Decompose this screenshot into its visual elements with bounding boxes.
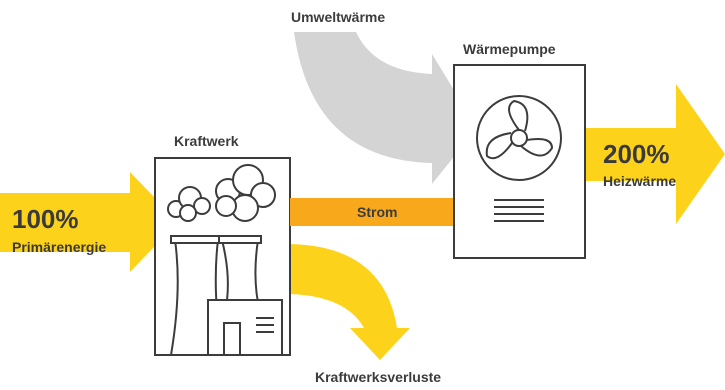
- plant-building-icon: [207, 299, 283, 356]
- output-percent: 200%: [603, 139, 670, 169]
- input-label: Primärenergie: [12, 239, 107, 255]
- large-steam-cloud-icon: [215, 164, 276, 222]
- primary-energy-arrow: [0, 172, 178, 272]
- power-plant-losses-label: Kraftwerksverluste: [315, 369, 442, 385]
- output-label: Heizwärme: [603, 173, 677, 189]
- power-plant-loss-arrow: [290, 244, 410, 360]
- power-plant-title: Kraftwerk: [174, 133, 239, 149]
- electricity-label: Strom: [357, 204, 398, 220]
- electricity-arrow: [290, 188, 478, 236]
- ambient-heat-arrow: [294, 32, 477, 184]
- fan-icon: [476, 95, 562, 181]
- heat-pump-title: Wärmepumpe: [463, 41, 556, 57]
- heat-pump-box: [453, 64, 586, 259]
- heating-heat-arrow: [585, 84, 725, 224]
- vent-lines-icon: [494, 199, 544, 222]
- input-percent: 100%: [12, 204, 79, 234]
- ambient-heat-label: Umweltwärme: [291, 9, 386, 25]
- steam-cloud-icon: [167, 186, 211, 222]
